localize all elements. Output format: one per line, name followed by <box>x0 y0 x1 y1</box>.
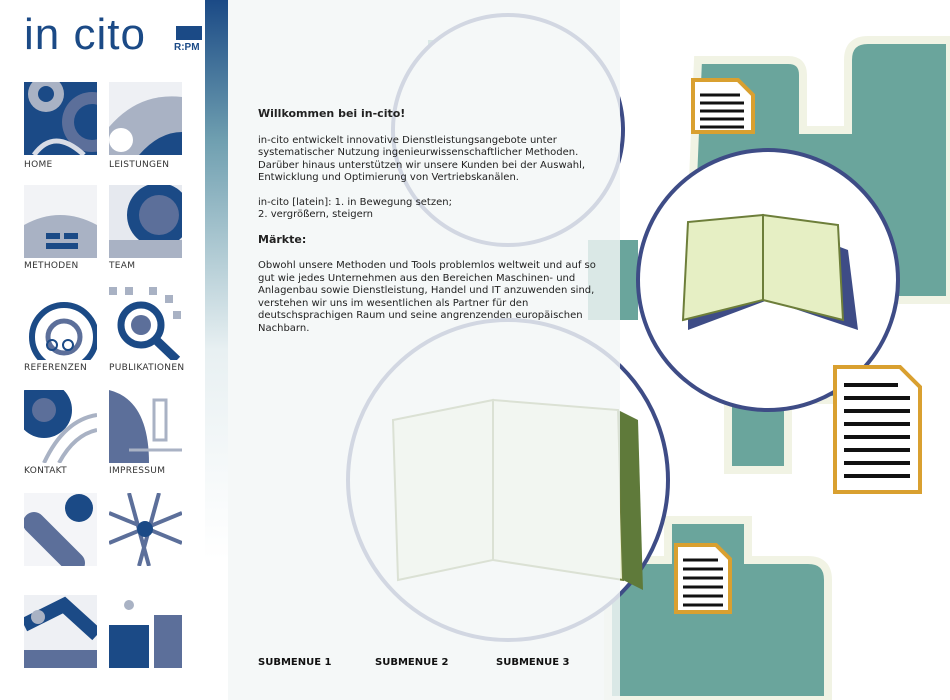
submenu-2[interactable]: SUBMENUE 2 <box>375 657 449 668</box>
book-icon <box>681 213 858 330</box>
document-icon <box>691 78 755 134</box>
nav-impressum[interactable]: IMPRESSUM <box>109 466 166 476</box>
arc-image-icon <box>109 82 182 155</box>
logo[interactable]: in cito R:PM <box>24 10 202 60</box>
decor-tile-5b <box>109 493 182 566</box>
nav-home[interactable]: HOME <box>24 160 53 170</box>
pipes-image-icon <box>109 390 182 463</box>
nav-kontakt[interactable]: KONTAKT <box>24 466 67 476</box>
document-icon <box>674 543 732 614</box>
submenu-3[interactable]: SUBMENUE 3 <box>496 657 570 668</box>
latin-line-1: in-cito [latein]: 1. in Bewegung setzen; <box>258 196 452 208</box>
latin-line-2: 2. vergrößern, steigern <box>258 209 373 220</box>
nav-methoden[interactable]: METHODEN <box>24 261 79 271</box>
decor-tile-6a <box>24 595 97 668</box>
nav-tile-methoden[interactable] <box>24 185 97 258</box>
decorative-gradient-strip <box>205 0 228 700</box>
pill-image-icon <box>24 493 97 566</box>
gear-image-icon <box>24 82 97 155</box>
nav-tile-team[interactable] <box>109 185 182 258</box>
machine-image-icon <box>24 185 97 258</box>
gear-globe-image-icon <box>24 390 97 463</box>
nav-referenzen[interactable]: REFERENZEN <box>24 363 88 373</box>
circuit-image-icon <box>109 595 182 668</box>
document-icon <box>833 365 922 494</box>
sidebar: in cito R:PM HOME LEISTUNGEN METHODEN TE… <box>0 0 205 700</box>
main-content: Willkommen bei in-cito! in-cito entwicke… <box>258 107 598 347</box>
nav-tile-kontakt[interactable] <box>24 390 97 463</box>
logo-subtext: R:PM <box>174 42 200 53</box>
logo-text: in cito <box>24 10 146 59</box>
nav-publikationen[interactable]: PUBLIKATIONEN <box>109 363 185 373</box>
nav-tile-referenzen[interactable] <box>24 287 97 360</box>
nav-team[interactable]: TEAM <box>109 261 136 271</box>
nav-tile-publikationen[interactable] <box>109 287 182 360</box>
logo-box <box>176 26 202 40</box>
welcome-heading: Willkommen bei in-cito! <box>258 107 406 120</box>
intro-text: in-cito entwickelt innovative Dienstleis… <box>258 134 586 184</box>
circle-image-icon <box>109 185 182 258</box>
magnifier-image-icon <box>109 287 182 360</box>
markets-heading: Märkte: <box>258 232 307 246</box>
conveyor-image-icon <box>24 595 97 668</box>
decor-tile-6b <box>109 595 182 668</box>
markets-text: Obwohl unsere Methoden und Tools problem… <box>258 260 596 334</box>
nav-tile-home[interactable] <box>24 82 97 155</box>
network-image-icon <box>109 493 182 566</box>
rings-image-icon <box>24 287 97 360</box>
content-panel <box>228 0 620 700</box>
nav-tile-impressum[interactable] <box>109 390 182 463</box>
nav-leistungen[interactable]: LEISTUNGEN <box>109 160 170 170</box>
decor-tile-5a <box>24 493 97 566</box>
submenu-1[interactable]: SUBMENUE 1 <box>258 657 332 668</box>
nav-tile-leistungen[interactable] <box>109 82 182 155</box>
